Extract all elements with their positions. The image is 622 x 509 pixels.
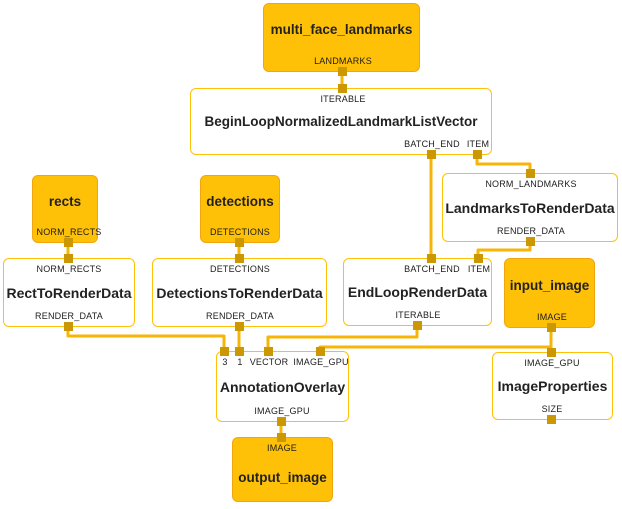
node-title-end_loop_render_data: EndLoopRenderData [347,284,488,300]
port-label-detections: DETECTIONS [209,227,271,237]
port-label-3: 3 [222,357,228,367]
port-label-image: IMAGE [266,443,298,453]
port-render_data-out [526,237,535,246]
port-render_data-out [64,322,73,331]
port-iterable-out [413,321,422,330]
port-label-render_data: RENDER_DATA [35,311,103,321]
port-label-item: ITEM [466,139,490,149]
node-title-detections_to_render_data: DetectionsToRenderData [156,284,323,301]
port-image-out [547,323,556,332]
node-landmarks_to_render_data[interactable]: LandmarksToRenderData NORM_LANDMARKS RENDE… [442,169,618,246]
port-landmarks-out [338,67,347,76]
port-batch_end-out [427,150,436,159]
port-label-item: ITEM [467,264,491,274]
port-label-iterable: ITERABLE [395,310,441,320]
port-label-render_data: RENDER_DATA [497,226,565,236]
port-render_data-out [235,322,244,331]
port-label-landmarks: LANDMARKS [314,56,372,66]
port-1-in [235,347,244,356]
port-item-in [474,254,483,263]
port-image_gpu-out [277,417,286,426]
port-label-render_data: RENDER_DATA [206,311,274,321]
node-title-rects: rects [48,193,82,209]
port-norm_rects-out [64,238,73,247]
node-title-output_image: output_image [238,470,327,485]
port-label-image_gpu: IMAGE_GPU [524,358,580,368]
port-batch_end-in [427,254,436,263]
port-image_gpu-in [316,347,325,356]
node-title-begin_loop_normalized_landmark_list_vector: BeginLoopNormalizedLandmarkListVector [204,114,478,129]
edge-iterable-to-vector [266,324,419,353]
edge-render_data-to-input-3 [66,325,226,353]
port-label-detections: DETECTIONS [209,264,271,274]
port-image-in [277,433,286,442]
port-image_gpu-in [547,348,556,357]
node-title-image_properties: ImageProperties [497,378,608,394]
port-vector-in [264,347,273,356]
port-3-in [220,347,229,356]
node-end_loop_render_data[interactable]: EndLoopRenderData BATCH_END ITEM ITERABLE [343,254,492,330]
port-size-out [547,415,556,424]
node-title-multi_face_landmarks: multi_face_landmarks [270,22,413,37]
port-label-vector: VECTOR [249,357,289,367]
edge-item-to-norm_landmarks [475,153,532,175]
port-norm_rects-in [64,254,73,263]
node-image_properties[interactable]: ImageProperties IMAGE_GPU SIZE [492,348,613,424]
port-label-norm_landmarks: NORM_LANDMARKS [485,179,577,189]
node-title-detections: detections [206,193,274,209]
port-label-norm_rects: NORM_RECTS [36,264,102,274]
port-norm_landmarks-in [526,169,535,178]
node-rect_to_render_data[interactable]: RectToRenderData NORM_RECTS RENDER_DATA [3,254,135,331]
port-label-batch_end: BATCH_END [404,264,460,274]
node-title-input_image: input_image [509,277,590,293]
port-detections-in [235,254,244,263]
port-label-iterable: ITERABLE [320,94,366,104]
node-title-landmarks_to_render_data: LandmarksToRenderData [445,199,615,216]
port-label-1: 1 [237,357,243,367]
node-title-rect_to_render_data: RectToRenderData [6,284,132,301]
port-label-norm_rects: NORM_RECTS [36,227,102,237]
node-output_image[interactable]: output_image IMAGE [232,433,333,502]
port-detections-out [235,238,244,247]
port-item-out [473,150,482,159]
port-iterable-in [338,84,347,93]
port-label-image: IMAGE [536,312,568,322]
edge-render_data-to-item [476,240,532,260]
port-label-image_gpu: IMAGE_GPU [254,406,310,416]
node-detections_to_render_data[interactable]: DetectionsToRenderData DETECTIONS RENDER_D… [152,254,327,331]
node-title-annotation_overlay: AnnotationOverlay [219,378,346,395]
port-label-image_gpu: IMAGE_GPU [293,357,349,367]
port-label-batch_end: BATCH_END [404,139,460,149]
port-label-size: SIZE [541,404,563,414]
